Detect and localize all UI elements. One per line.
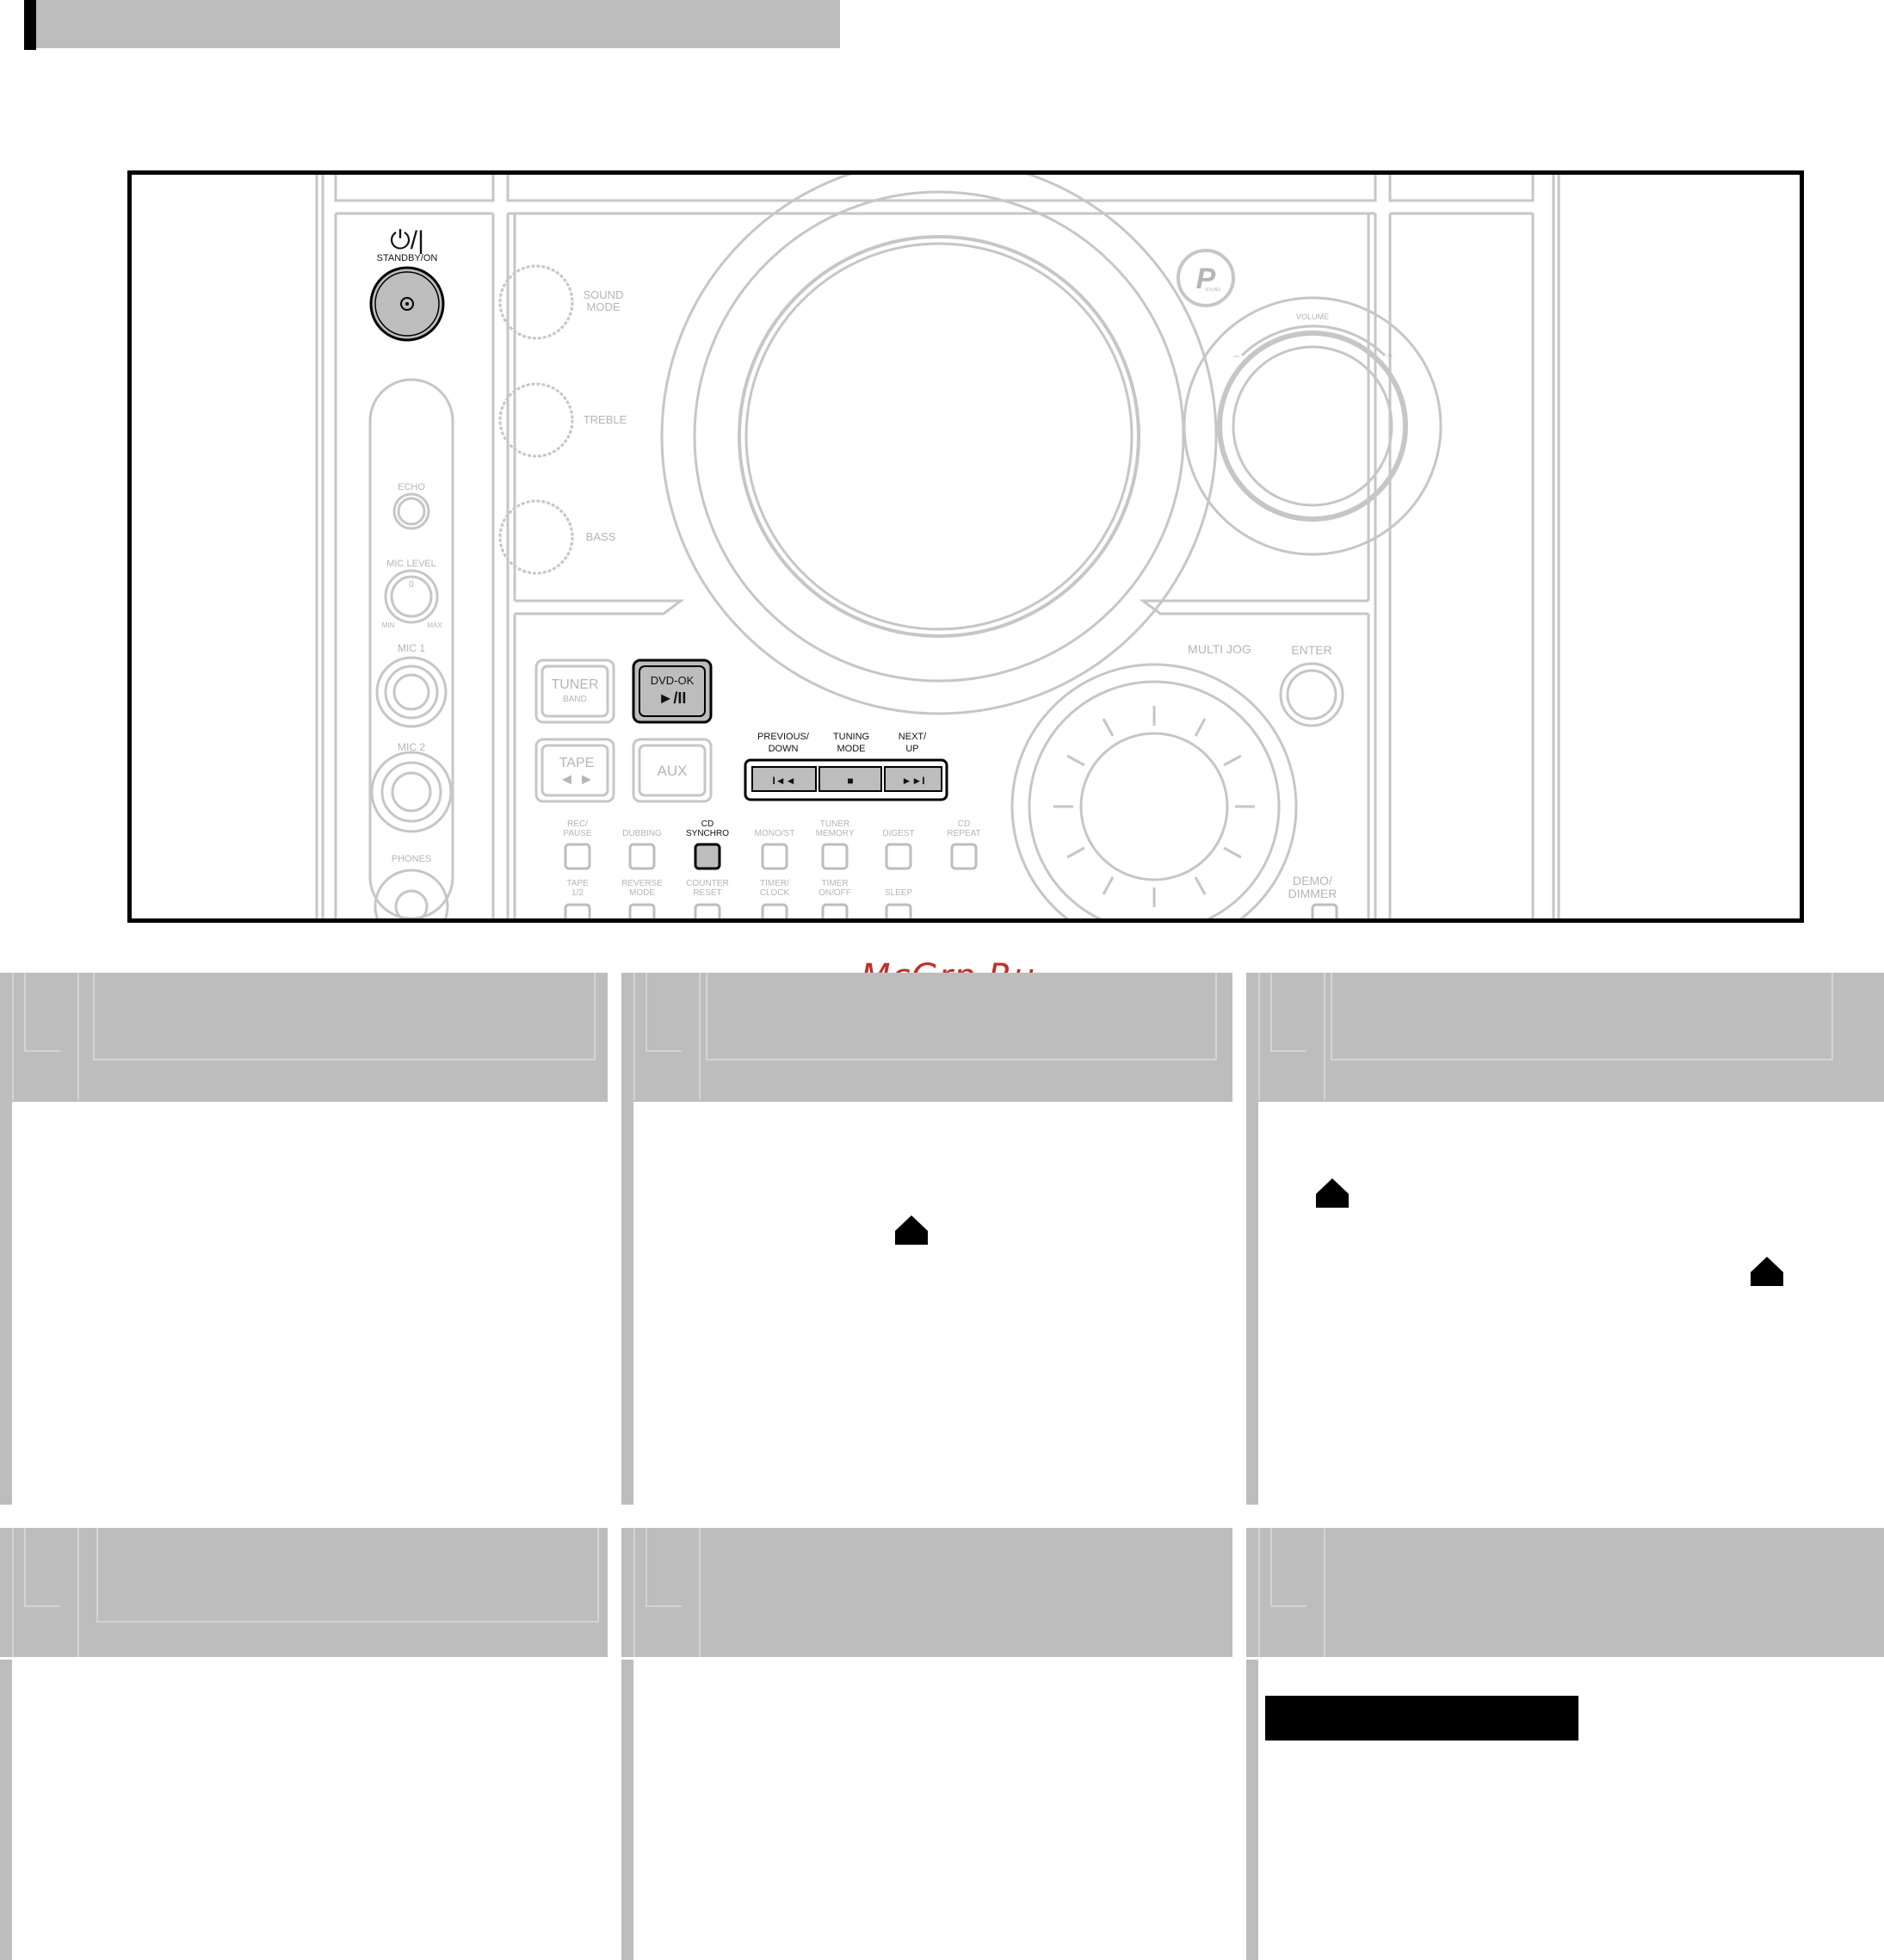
dubbing-label: DUBBING bbox=[622, 829, 662, 838]
prev-label-1: PREVIOUS/ bbox=[757, 732, 810, 742]
volume-label: VOLUME bbox=[1296, 312, 1329, 321]
device-front-panel: ⏻/| STANDBY/ON SOUND MODE TREBLE BASS EC… bbox=[315, 175, 1560, 918]
timer-clock-label-2: CLOCK bbox=[760, 888, 790, 898]
tuner-memory-label-1: TUNER bbox=[820, 819, 849, 829]
panel-header-2 bbox=[621, 973, 1232, 1102]
cd-synchro-label-1: CD bbox=[701, 819, 713, 829]
tuner-sub-label: BAND bbox=[563, 695, 587, 704]
mic-level-label: MIC LEVEL bbox=[386, 559, 435, 569]
tape-12-label-1: TAPE bbox=[566, 879, 589, 888]
panel-body-4 bbox=[0, 1660, 620, 1960]
reverse-mode-label-2: MODE bbox=[629, 888, 655, 898]
tuner-label: TUNER bbox=[551, 677, 598, 692]
timer-onoff-label-1: TIMER bbox=[821, 879, 848, 888]
timer-clock-label-1: TIMER/ bbox=[760, 879, 789, 888]
standby-label: STANDBY/ON bbox=[377, 253, 438, 263]
play-pause-glyph: ►/II bbox=[658, 689, 687, 707]
aux-label: AUX bbox=[658, 763, 688, 779]
multi-jog-label: MULTI JOG bbox=[1188, 642, 1251, 656]
bass-label: BASS bbox=[586, 530, 616, 543]
panel-body-5 bbox=[621, 1660, 1232, 1960]
dvd-ok-label: DVD-OK bbox=[651, 674, 695, 687]
cd-synchro-button[interactable] bbox=[694, 843, 721, 870]
panel-header-1 bbox=[0, 973, 608, 1102]
cd-repeat-label-2: REPEAT bbox=[947, 829, 980, 838]
tuner-memory-label-2: MEMORY bbox=[816, 829, 855, 838]
mic1-label: MIC 1 bbox=[398, 642, 425, 654]
enter-label: ENTER bbox=[1291, 643, 1331, 657]
sleep-label: SLEEP bbox=[885, 888, 913, 898]
standby-button[interactable] bbox=[369, 266, 445, 342]
page-header-bar bbox=[24, 0, 840, 48]
page-header-edge bbox=[24, 0, 36, 50]
eject-icon bbox=[895, 1215, 928, 1245]
panel-header-4 bbox=[0, 1528, 608, 1657]
mic-level-max: MAX bbox=[427, 621, 442, 629]
mic-level-zero: 0 bbox=[409, 580, 414, 590]
brand-logo-sub: SOUND bbox=[1205, 288, 1220, 293]
transport-bar bbox=[744, 758, 948, 801]
sound-mode-label: SOUND bbox=[584, 288, 624, 301]
next-label-2: UP bbox=[905, 744, 918, 754]
rec-pause-label-1: REC/ bbox=[567, 819, 588, 829]
tuning-label-1: TUNING bbox=[833, 732, 869, 742]
eject-icon bbox=[1316, 1178, 1349, 1208]
panel-header-6 bbox=[1246, 1528, 1884, 1657]
dvd-ok-button[interactable] bbox=[632, 658, 713, 724]
next-label-1: NEXT/ bbox=[899, 732, 927, 742]
rec-pause-label-2: PAUSE bbox=[563, 829, 591, 838]
previous-icon[interactable]: I◄◄ bbox=[772, 775, 795, 787]
tape-label: TAPE bbox=[559, 756, 595, 770]
volume-plus: + bbox=[1387, 349, 1393, 362]
stop-icon[interactable]: ■ bbox=[847, 775, 853, 787]
brand-logo: P bbox=[1196, 263, 1216, 295]
tuning-label-2: MODE bbox=[837, 744, 866, 754]
demo-label-1: DEMO/ bbox=[1293, 874, 1332, 887]
tape-12-label-2: 1/2 bbox=[571, 888, 584, 898]
mic2-label: MIC 2 bbox=[398, 741, 425, 753]
timer-onoff-label-2: ON/OFF bbox=[818, 888, 851, 898]
mic-level-min: MIN bbox=[382, 621, 395, 629]
demo-label-2: DIMMER bbox=[1288, 887, 1337, 900]
panel-body-2 bbox=[621, 1102, 1232, 1505]
echo-label: ECHO bbox=[398, 482, 425, 492]
counter-reset-label-1: COUNTER bbox=[686, 879, 728, 888]
digest-label: DIGEST bbox=[882, 829, 914, 838]
standby-symbol: ⏻/| bbox=[390, 226, 424, 255]
panel-body-1 bbox=[0, 1102, 620, 1505]
phones-label: PHONES bbox=[392, 854, 431, 864]
cd-synchro-label-2: SYNCHRO bbox=[686, 829, 729, 838]
panel-header-5 bbox=[621, 1528, 1232, 1657]
reverse-mode-label-1: REVERSE bbox=[621, 879, 663, 888]
counter-reset-label-2: RESET bbox=[693, 888, 721, 898]
prev-label-2: DOWN bbox=[769, 744, 799, 754]
redacted-bar bbox=[1265, 1696, 1578, 1741]
sound-mode-label-2: MODE bbox=[587, 300, 621, 313]
next-icon[interactable]: ►►I bbox=[901, 775, 924, 787]
treble-label: TREBLE bbox=[584, 413, 627, 426]
panel-header-3 bbox=[1246, 973, 1884, 1102]
tape-arrows: ◄ ► bbox=[559, 770, 595, 788]
mono-st-label: MONO/ST bbox=[755, 829, 795, 838]
panel-body-3 bbox=[1246, 1102, 1884, 1505]
volume-minus: – bbox=[1234, 349, 1240, 362]
eject-icon bbox=[1751, 1257, 1783, 1286]
cd-repeat-label-1: CD bbox=[958, 819, 970, 829]
device-illustration: ⏻/| STANDBY/ON SOUND MODE TREBLE BASS EC… bbox=[127, 170, 1804, 923]
